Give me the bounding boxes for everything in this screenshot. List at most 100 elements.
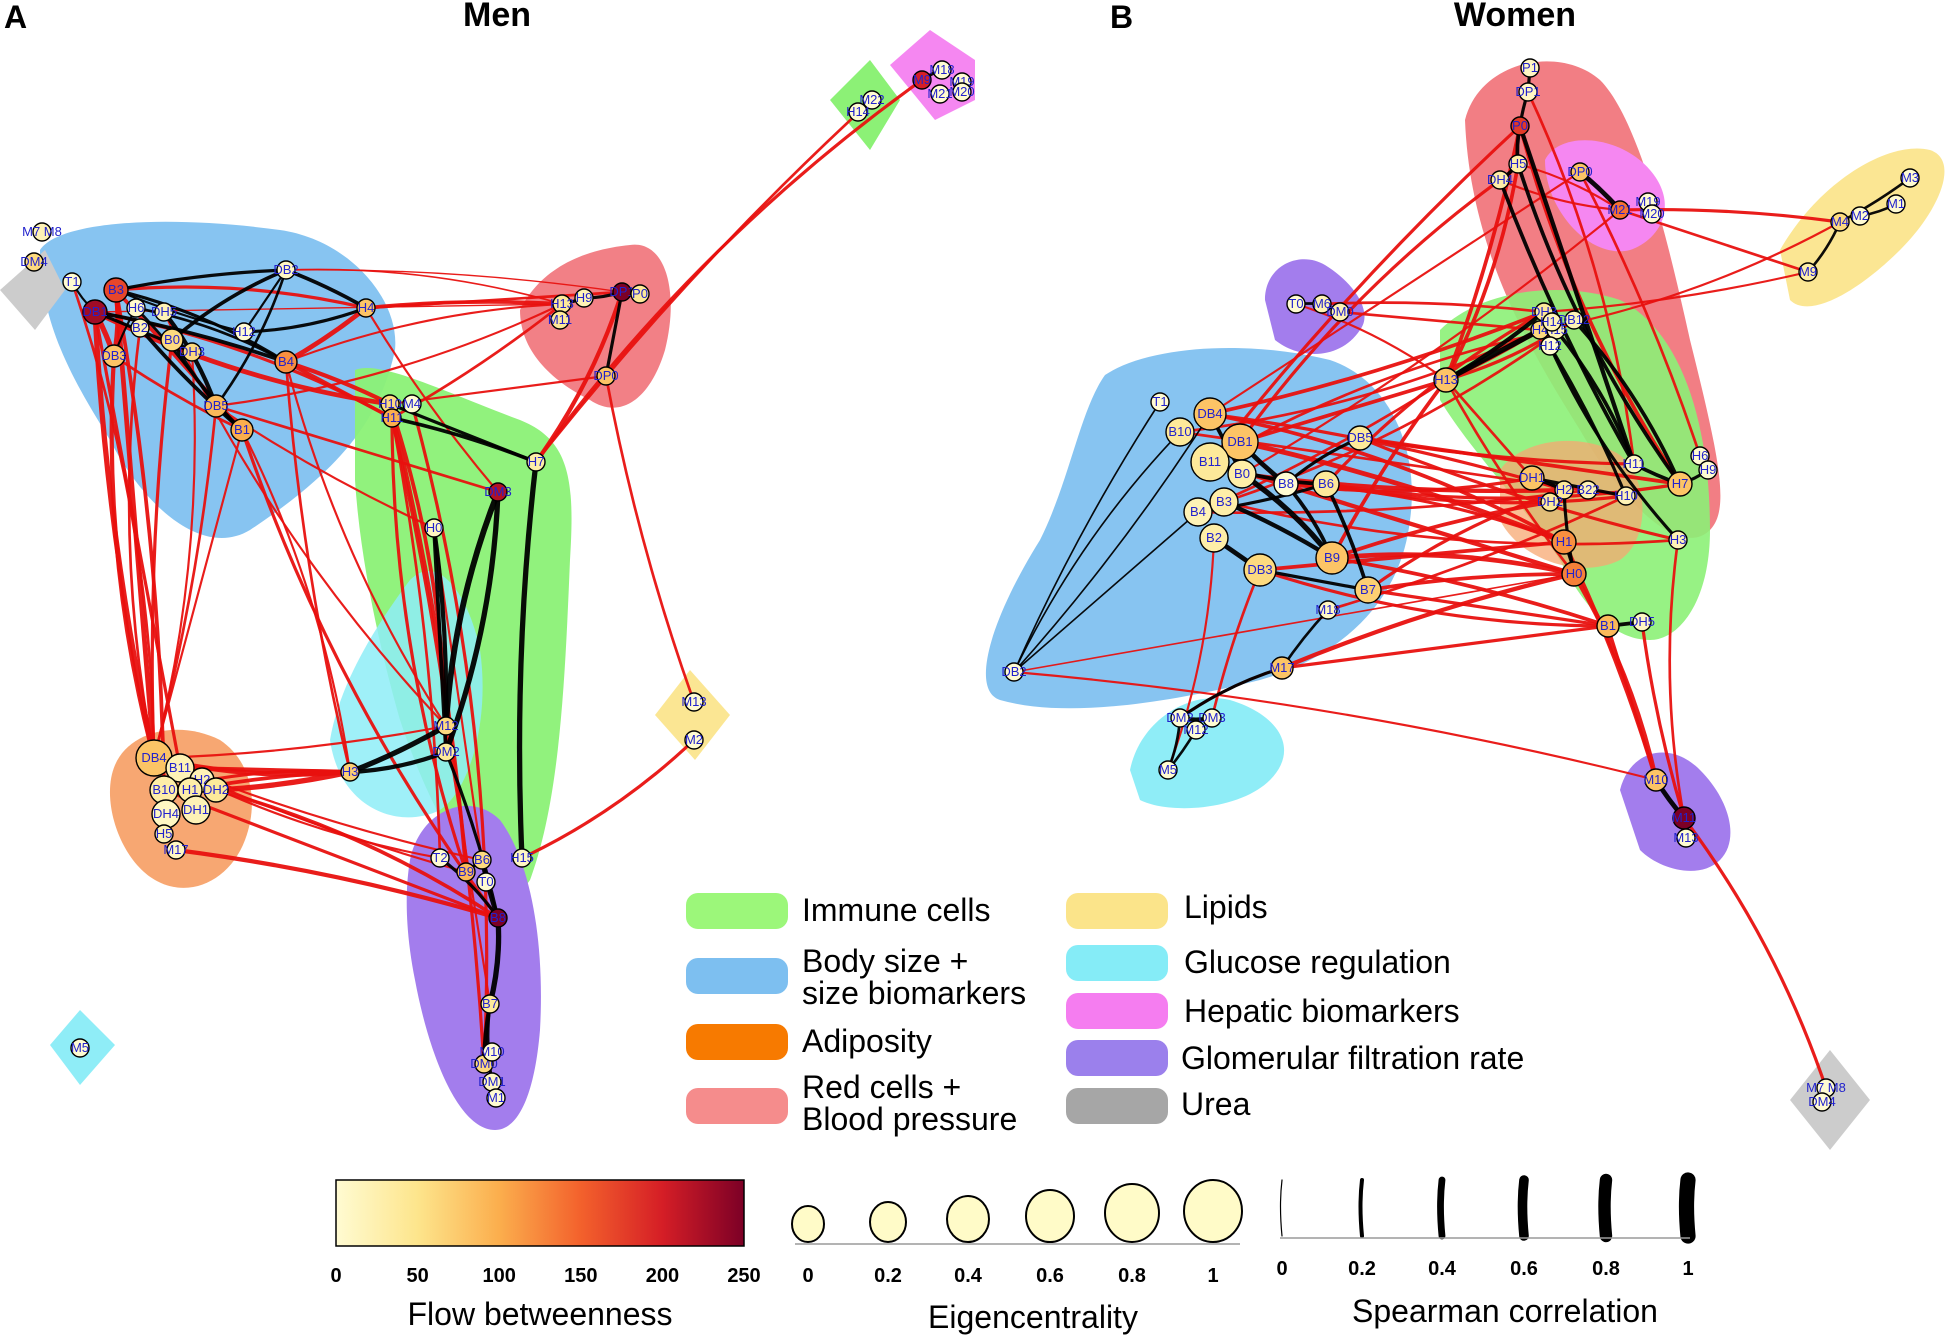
men-node-circle (102, 344, 126, 368)
men-node-label: DB1 (82, 304, 107, 319)
men-node-circle (476, 872, 496, 892)
women-node-circle (1273, 471, 1299, 497)
women-node-circle (1270, 656, 1294, 680)
spearman-tick: 0 (1276, 1258, 1287, 1280)
men-node-label: DB3 (101, 348, 126, 363)
men-node-circle (154, 302, 174, 322)
women-node-circle (1812, 1092, 1832, 1112)
women-node: M1 (1886, 194, 1906, 214)
men-node: DH1 (181, 795, 211, 825)
women-edge (1366, 572, 1576, 592)
women-edge (1668, 538, 1686, 820)
women-node: M12 (1183, 720, 1209, 740)
flow-betweenness-tick: 50 (406, 1265, 428, 1287)
women-node: H11 (1623, 454, 1646, 474)
men-node: M13 (681, 692, 707, 712)
women-node: H12 (1538, 336, 1562, 356)
men-node-label: T1 (64, 274, 79, 289)
men-node-circle (574, 288, 594, 308)
men-node: DB4 (135, 739, 173, 777)
women-edge (1013, 431, 1181, 673)
men-node-label: M7 M8 (22, 224, 62, 239)
men-edge (285, 269, 623, 293)
men-node-label: H13 (550, 296, 574, 311)
women-node-label: H5 (1510, 156, 1527, 171)
women-node-circle (1798, 262, 1818, 282)
men-node: H11 (381, 408, 403, 428)
men-node: P0 (630, 284, 650, 304)
women-node-label: DH1 (1519, 470, 1545, 485)
women-node-circle (1170, 708, 1190, 728)
men-node-label: B9 (458, 864, 474, 879)
women-node-label: H11 (1623, 456, 1646, 471)
legend-label-hepatic: Hepatic biomarkers (1184, 993, 1460, 1029)
flow-betweenness-tick: 150 (564, 1265, 597, 1287)
men-node: B9 (456, 862, 476, 882)
flow-betweenness-title: Flow betweenness (407, 1296, 672, 1332)
women-edge (1178, 666, 1284, 720)
panel-title-women: Women (1454, 0, 1576, 34)
women-node: M21 (1607, 200, 1633, 220)
women-edge (1324, 310, 1546, 486)
eigencentrality-circle (1104, 1183, 1160, 1243)
women-node: DH2 (1537, 492, 1563, 512)
men-node-label: DM3 (484, 484, 511, 499)
women-edge (1516, 162, 1682, 486)
men-edge (390, 416, 442, 860)
women-node: M5 (1158, 760, 1178, 780)
women-node: T0 (1286, 294, 1306, 314)
men-edge (534, 98, 874, 464)
women-node: M20 (1639, 204, 1665, 224)
women-node-label: M17 (1269, 660, 1294, 675)
men-node-label: M4 (403, 396, 421, 411)
men-node-circle (181, 795, 211, 825)
men-region-gfr (406, 805, 541, 1130)
women-node: M6 (1312, 294, 1332, 314)
women-edge (1548, 344, 1680, 542)
women-node-label: M21 (1607, 202, 1632, 217)
women-node: DM0 (1326, 302, 1354, 322)
cluster-legend: Immune cells Body size +size biomarkers … (686, 889, 1524, 1137)
men-region-urea (0, 250, 65, 330)
men-node-label: P0 (632, 286, 648, 301)
men-node-label: M5 (71, 1040, 89, 1055)
women-node-circle (1519, 465, 1545, 491)
men-node-label: B3 (108, 282, 124, 297)
women-edge (1358, 436, 1682, 486)
men-node-circle (684, 692, 704, 712)
women-node-label: T1 (1152, 394, 1167, 409)
men-node-circle (596, 366, 616, 386)
women-node: B11 (1190, 442, 1230, 482)
women-edge (1208, 412, 1566, 492)
women-node: B10 (1165, 417, 1195, 447)
men-node: M21 (927, 84, 953, 104)
men-node-label: T0 (478, 874, 493, 889)
men-node: DM2 (432, 742, 460, 762)
women-node-label: H2 (1556, 482, 1573, 497)
men-node-circle (160, 328, 184, 352)
women-node-circle (1676, 828, 1696, 848)
eigencentrality-tick: 0.8 (1118, 1265, 1146, 1287)
men-node-label: M22 (859, 92, 884, 107)
men-edge (214, 404, 500, 494)
women-node: P1 (1520, 58, 1540, 78)
women-edge (1542, 270, 1810, 314)
eigencentrality-tick: 0.6 (1036, 1265, 1064, 1287)
men-node: DM1 (478, 1072, 506, 1092)
women-node: DM4 (1808, 1092, 1836, 1112)
men-edge (214, 302, 564, 408)
women-edge (1013, 573, 1575, 673)
women-node: DH1 (1519, 465, 1545, 491)
men-node-circle (472, 850, 492, 870)
women-node: DB4 (1193, 397, 1227, 431)
men-node: T1 (62, 272, 82, 292)
women-node: B8 (1273, 471, 1299, 497)
women-node-label: M9 (1799, 264, 1817, 279)
men-node: H10 (378, 394, 402, 414)
men-node-circle (126, 298, 146, 318)
women-node: DB12 (1558, 310, 1590, 330)
women-node-circle (1490, 170, 1510, 190)
women-node: H2 (1554, 480, 1574, 500)
men-node-label: H1 (182, 782, 199, 797)
women-node-circle (1158, 760, 1178, 780)
